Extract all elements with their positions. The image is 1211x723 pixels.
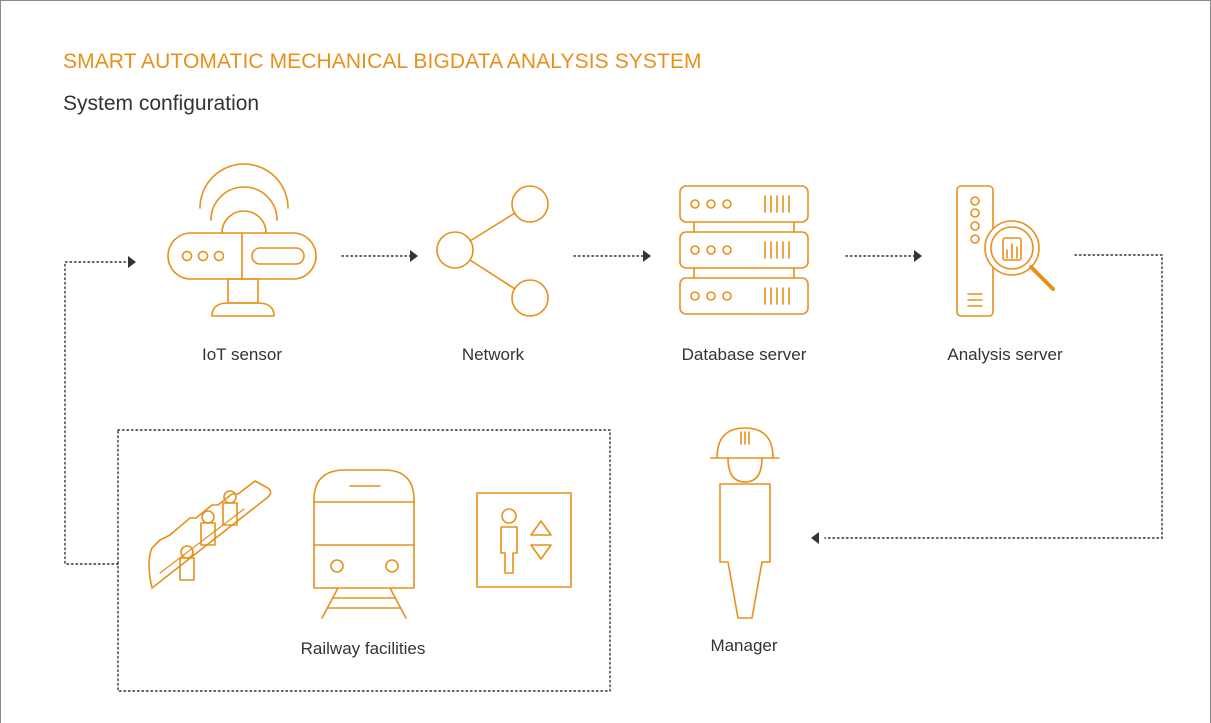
- elevator-icon: [476, 492, 572, 588]
- train-icon: [313, 469, 415, 619]
- manager-label: Manager: [710, 636, 778, 655]
- diagram-title: SMART AUTOMATIC MECHANICAL BIGDATA ANALY…: [63, 50, 702, 73]
- escalator-icon: [148, 480, 272, 589]
- arrowhead-database: [643, 250, 651, 262]
- analysis-server-icon: [956, 185, 1055, 317]
- arrowheads: [128, 250, 922, 544]
- arrowhead-network: [410, 250, 418, 262]
- arrowhead-iot: [128, 256, 136, 268]
- manager-icon: [710, 427, 780, 619]
- iot-sensor-icon: [167, 163, 317, 317]
- connector-railway-to-iot: [64, 261, 129, 565]
- analysis-server-label: Analysis server: [947, 345, 1063, 364]
- iot-sensor-label: IoT sensor: [201, 345, 282, 364]
- arrowhead-manager: [811, 532, 819, 544]
- database-server-icon: [679, 185, 809, 315]
- diagram-subtitle: System configuration: [63, 92, 260, 115]
- connectors: [64, 254, 1163, 692]
- database-server-label: Database server: [681, 345, 807, 364]
- railway-facilities-label: Railway facilities: [300, 639, 426, 658]
- railway-facilities-box: [117, 429, 611, 692]
- network-icon: [436, 185, 549, 317]
- network-label: Network: [461, 345, 525, 364]
- arrowhead-analysis: [914, 250, 922, 262]
